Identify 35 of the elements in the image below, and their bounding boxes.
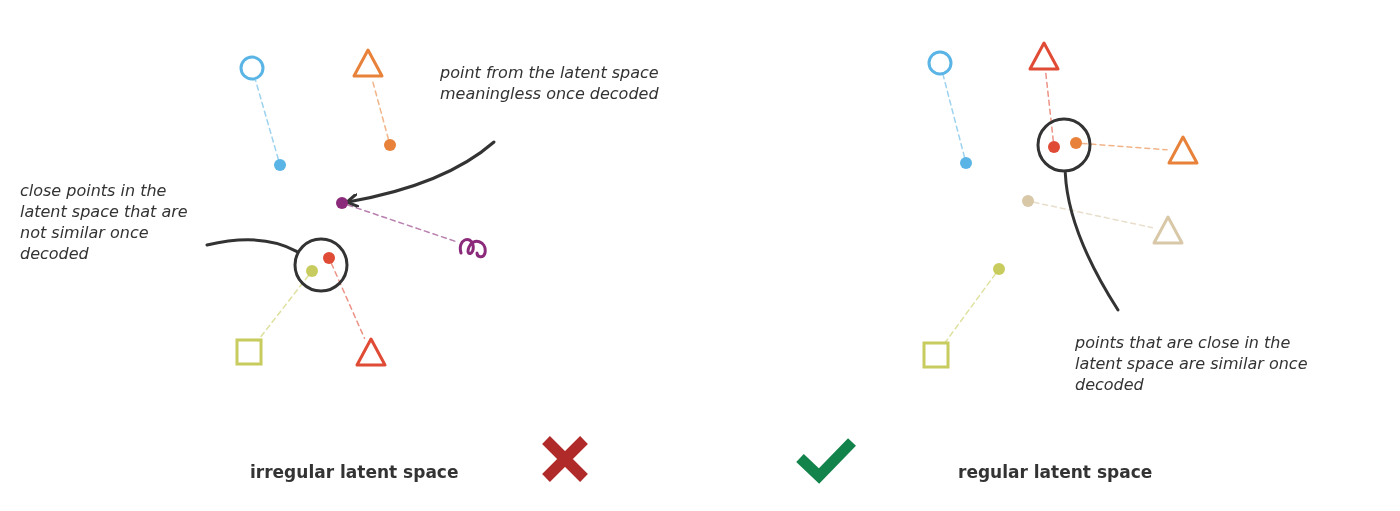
latent-point <box>993 263 1005 275</box>
triangle-marker <box>1167 135 1199 167</box>
triangle-marker <box>352 48 384 80</box>
square-marker <box>235 338 263 366</box>
latent-point <box>960 157 972 169</box>
dashed-connector <box>943 273 997 345</box>
arrow <box>345 140 496 208</box>
latent-point <box>306 265 318 277</box>
annotation-text: close points in the latent space that are not similar once decoded <box>20 180 210 264</box>
latent-point <box>274 159 286 171</box>
dashed-connector <box>1045 72 1055 142</box>
hollow-circle-marker <box>927 50 953 76</box>
triangle-marker <box>1152 215 1184 247</box>
leader-line <box>205 238 299 253</box>
hollow-circle-marker <box>1036 117 1092 173</box>
panel-caption: regular latent space <box>958 462 1153 482</box>
triangle-marker <box>1028 41 1060 73</box>
annotation-text: points that are close in the latent space are similar once decoded <box>1075 332 1315 395</box>
dashed-connector <box>254 79 280 160</box>
latent-point <box>1048 141 1060 153</box>
latent-point <box>336 197 348 209</box>
latent-point <box>384 139 396 151</box>
leader-line <box>1063 171 1120 312</box>
latent-point <box>323 252 335 264</box>
dashed-connector <box>942 74 966 158</box>
hollow-circle-marker <box>293 237 349 293</box>
triangle-marker <box>355 337 387 369</box>
square-marker <box>922 341 950 369</box>
latent-point <box>1070 137 1082 149</box>
latent-point <box>1022 195 1034 207</box>
dashed-connector <box>330 262 366 340</box>
panel-caption: irregular latent space <box>250 462 459 482</box>
annotation-text: point from the latent space meaningless once decoded <box>440 62 670 104</box>
dashed-connector <box>1081 142 1168 151</box>
hollow-circle-marker <box>239 55 265 81</box>
